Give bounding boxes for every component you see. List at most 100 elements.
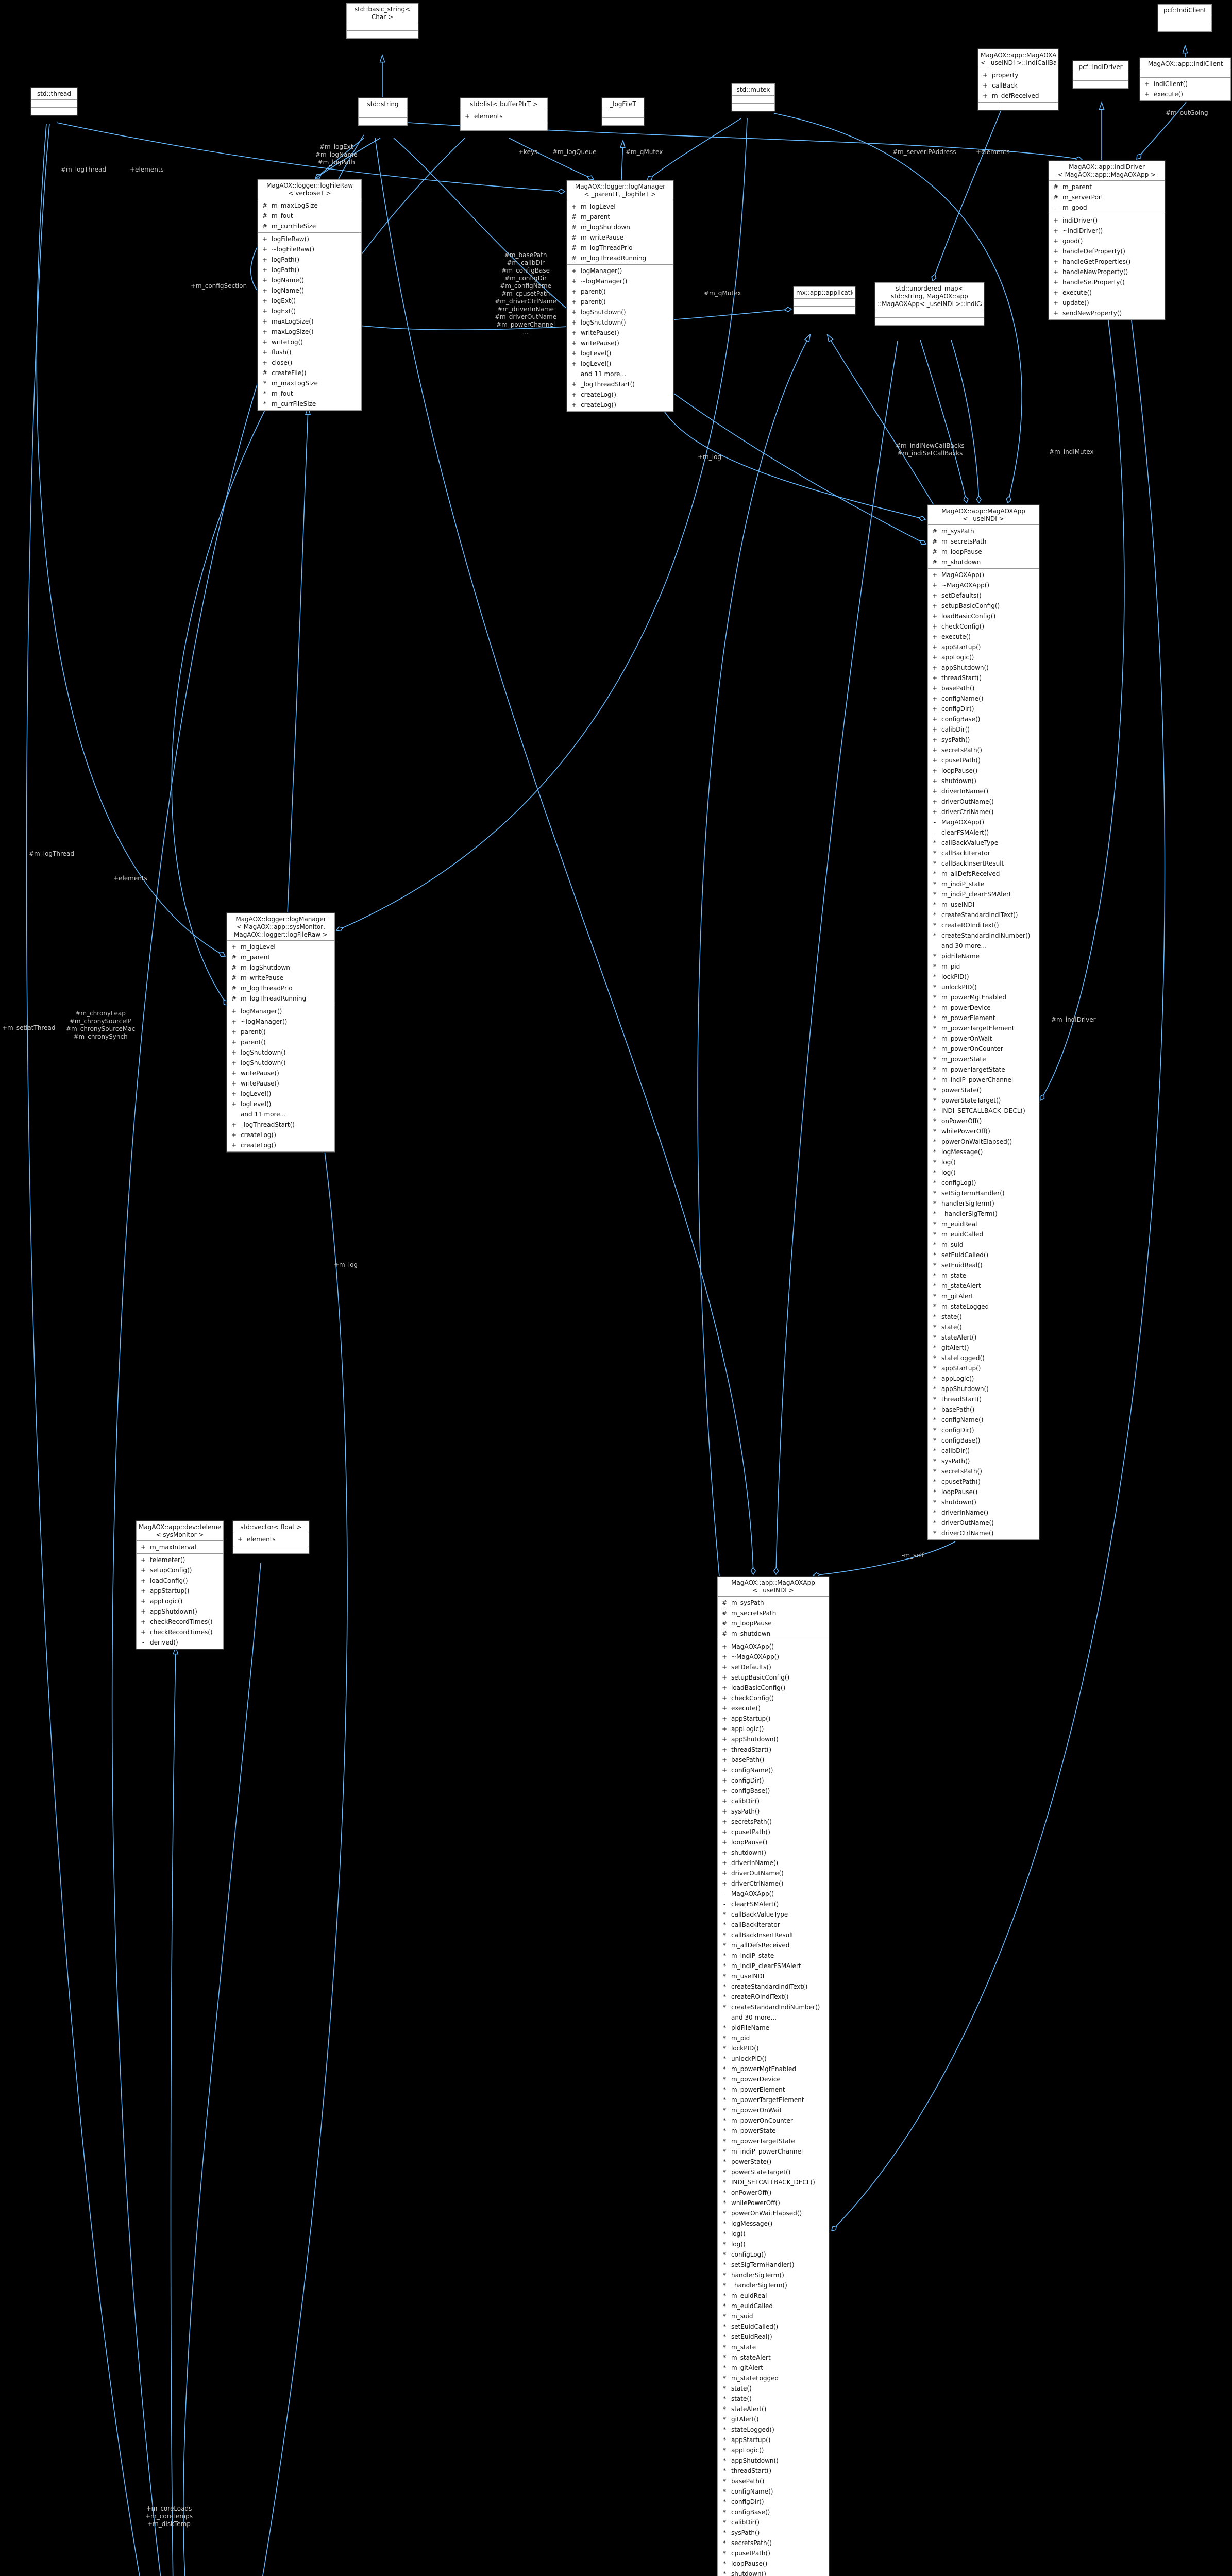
member-name: log() <box>731 2230 746 2238</box>
member-visibility: + <box>932 788 938 795</box>
member-visibility: + <box>932 747 938 754</box>
member-name: m_useINDI <box>941 901 975 908</box>
member-row: *m_state <box>928 1270 1039 1281</box>
class-title: MagAOX::logger::logManager< _parentT, _l… <box>567 181 673 200</box>
member-row: *m_powerState <box>928 1054 1039 1064</box>
member-name: execute() <box>1154 91 1183 98</box>
class-box-logfileraw[interactable]: MagAOX::logger::logFileRaw< verboseT >#m… <box>258 179 362 411</box>
class-box-std_mutex[interactable]: std::mutex <box>732 83 775 111</box>
member-name: driverInName() <box>941 788 989 795</box>
member-visibility: + <box>262 287 268 294</box>
member-name: createStandardIndiNumber() <box>941 932 1031 939</box>
class-title-line: MagAOX::logger::logFileRaw <box>266 182 353 189</box>
class-box-pcf_indiclient[interactable]: pcf::IndiClient <box>1158 4 1212 32</box>
member-row: +appLogic() <box>928 652 1039 663</box>
member-row: +setupBasicConfig() <box>718 1672 829 1683</box>
class-box-std_list[interactable]: std::list< bufferPtrT >+elements <box>460 98 548 131</box>
member-row: *_handlerSigTerm() <box>718 2280 829 2291</box>
class-box-std_string[interactable]: std::string <box>358 98 408 126</box>
member-name: calibDir() <box>731 1798 760 1805</box>
member-name: execute() <box>941 633 971 640</box>
member-visibility: * <box>723 2148 726 2155</box>
member-visibility: * <box>933 1313 936 1320</box>
member-visibility: * <box>933 1231 936 1238</box>
class-box-application[interactable]: mx::app::application <box>794 286 855 314</box>
member-name: m_powerOnWait <box>731 2107 782 2114</box>
class-box-indicallback[interactable]: MagAOX::app::MagAOXApp< _useINDI >::indi… <box>978 49 1058 110</box>
member-name: m_writePause <box>241 974 284 981</box>
member-visibility: * <box>723 2395 726 2402</box>
member-row: +createLog() <box>227 1130 334 1140</box>
member-visibility: + <box>571 329 577 336</box>
member-row: *m_euidReal <box>928 1219 1039 1229</box>
methods-section: +MagAOXApp()+~MagAOXApp()+setDefaults()+… <box>718 1640 829 2576</box>
edge-label: #m_logExt #m_logName #m_logPath <box>315 143 358 166</box>
member-visibility: + <box>1144 80 1150 88</box>
member-row: *createStandardIndiText() <box>928 910 1039 920</box>
member-row: *m_useINDI <box>928 900 1039 910</box>
member-visibility: + <box>982 92 988 99</box>
member-visibility: # <box>721 1620 728 1627</box>
methods-section <box>31 107 77 115</box>
class-box-indiclient[interactable]: MagAOX::app::indiClient+indiClient()+exe… <box>1140 58 1231 101</box>
class-box-magaoxapp2[interactable]: MagAOX::app::MagAOXApp< _useINDI >#m_sys… <box>717 1577 829 2576</box>
member-name: logPath() <box>272 256 300 263</box>
class-box-pcf_indidriver[interactable]: pcf::IndiDriver <box>1073 61 1128 89</box>
member-row: *m_fout <box>258 388 361 399</box>
class-box-logmanager_t[interactable]: MagAOX::logger::logManager< _parentT, _l… <box>567 180 673 412</box>
class-box-indidriver_inst[interactable]: MagAOX::app::indiDriver< MagAOX::app::Ma… <box>1049 161 1165 320</box>
methods-section <box>359 117 407 125</box>
class-box-magaoxapp1[interactable]: MagAOX::app::MagAOXApp< _useINDI >#m_sys… <box>927 505 1039 1540</box>
class-title: std::vector< float > <box>233 1521 309 1533</box>
member-row: +logLevel() <box>567 359 673 369</box>
member-row: -MagAOXApp() <box>928 817 1039 827</box>
class-box-std_thread[interactable]: std::thread <box>31 88 77 115</box>
edge-label: #m_indiMutex <box>1049 448 1094 455</box>
member-row: +MagAOXApp() <box>718 1641 829 1652</box>
member-name: m_powerTargetState <box>731 2138 795 2145</box>
class-title: std::thread <box>31 88 77 99</box>
member-name: m_allDefsReceived <box>731 1942 790 1949</box>
methods-section: +logFileRaw()+~logFileRaw()+logPath()+lo… <box>258 232 361 410</box>
member-row: *loopPause() <box>928 1487 1039 1497</box>
member-visibility: * <box>933 984 936 991</box>
member-name: createROIndiText() <box>731 1993 789 2001</box>
edge-label: +elements <box>976 148 1010 156</box>
member-visibility: # <box>571 224 577 231</box>
class-box-std_vector_float[interactable]: std::vector< float >+elements <box>233 1521 309 1554</box>
class-box-std_basic_string[interactable]: std::basic_string<Char > <box>346 3 418 39</box>
member-visibility: * <box>723 2210 726 2217</box>
member-visibility: * <box>933 1427 936 1434</box>
member-row: +shutdown() <box>718 1848 829 1858</box>
member-name: cpusetPath() <box>731 2550 770 2557</box>
member-name: sysPath() <box>731 2529 760 2536</box>
member-visibility: * <box>933 1303 936 1310</box>
member-visibility: # <box>1053 183 1059 191</box>
member-row: *createROIndiText() <box>928 920 1039 930</box>
member-name: configBase() <box>731 2509 770 2516</box>
member-visibility: * <box>933 1324 936 1331</box>
member-row: +logLevel() <box>227 1089 334 1099</box>
member-visibility: * <box>723 2179 726 2186</box>
member-row: +parent() <box>567 297 673 307</box>
member-name: m_maxInterval <box>150 1544 196 1551</box>
member-row: *logMessage() <box>718 2218 829 2229</box>
member-name: checkRecordTimes() <box>150 1629 213 1636</box>
member-visibility: * <box>933 1117 936 1125</box>
member-visibility: + <box>262 256 268 263</box>
class-box-telemeter[interactable]: MagAOX::app::dev::telemeter< sysMonitor … <box>136 1521 224 1649</box>
class-box-logfilet[interactable]: _logFileT <box>602 98 644 126</box>
member-visibility: + <box>1053 258 1059 265</box>
member-name: logExt() <box>272 308 296 315</box>
class-box-unordered_map[interactable]: std::unordered_map<std::string, MagAOX::… <box>875 282 984 326</box>
member-visibility: * <box>933 932 936 939</box>
member-row: #m_logThreadPrio <box>567 243 673 253</box>
member-name: sysPath() <box>941 736 970 743</box>
class-box-logmanager_inst[interactable]: MagAOX::logger::logManager< MagAOX::app:… <box>227 913 335 1152</box>
member-name: m_powerElement <box>941 1014 995 1022</box>
member-visibility: * <box>933 1107 936 1114</box>
member-name: createROIndiText() <box>941 922 999 929</box>
member-row: +writePause() <box>567 338 673 348</box>
member-name: setSigTermHandler() <box>941 1190 1005 1197</box>
class-title-line: < _useINDI > <box>963 515 1004 522</box>
